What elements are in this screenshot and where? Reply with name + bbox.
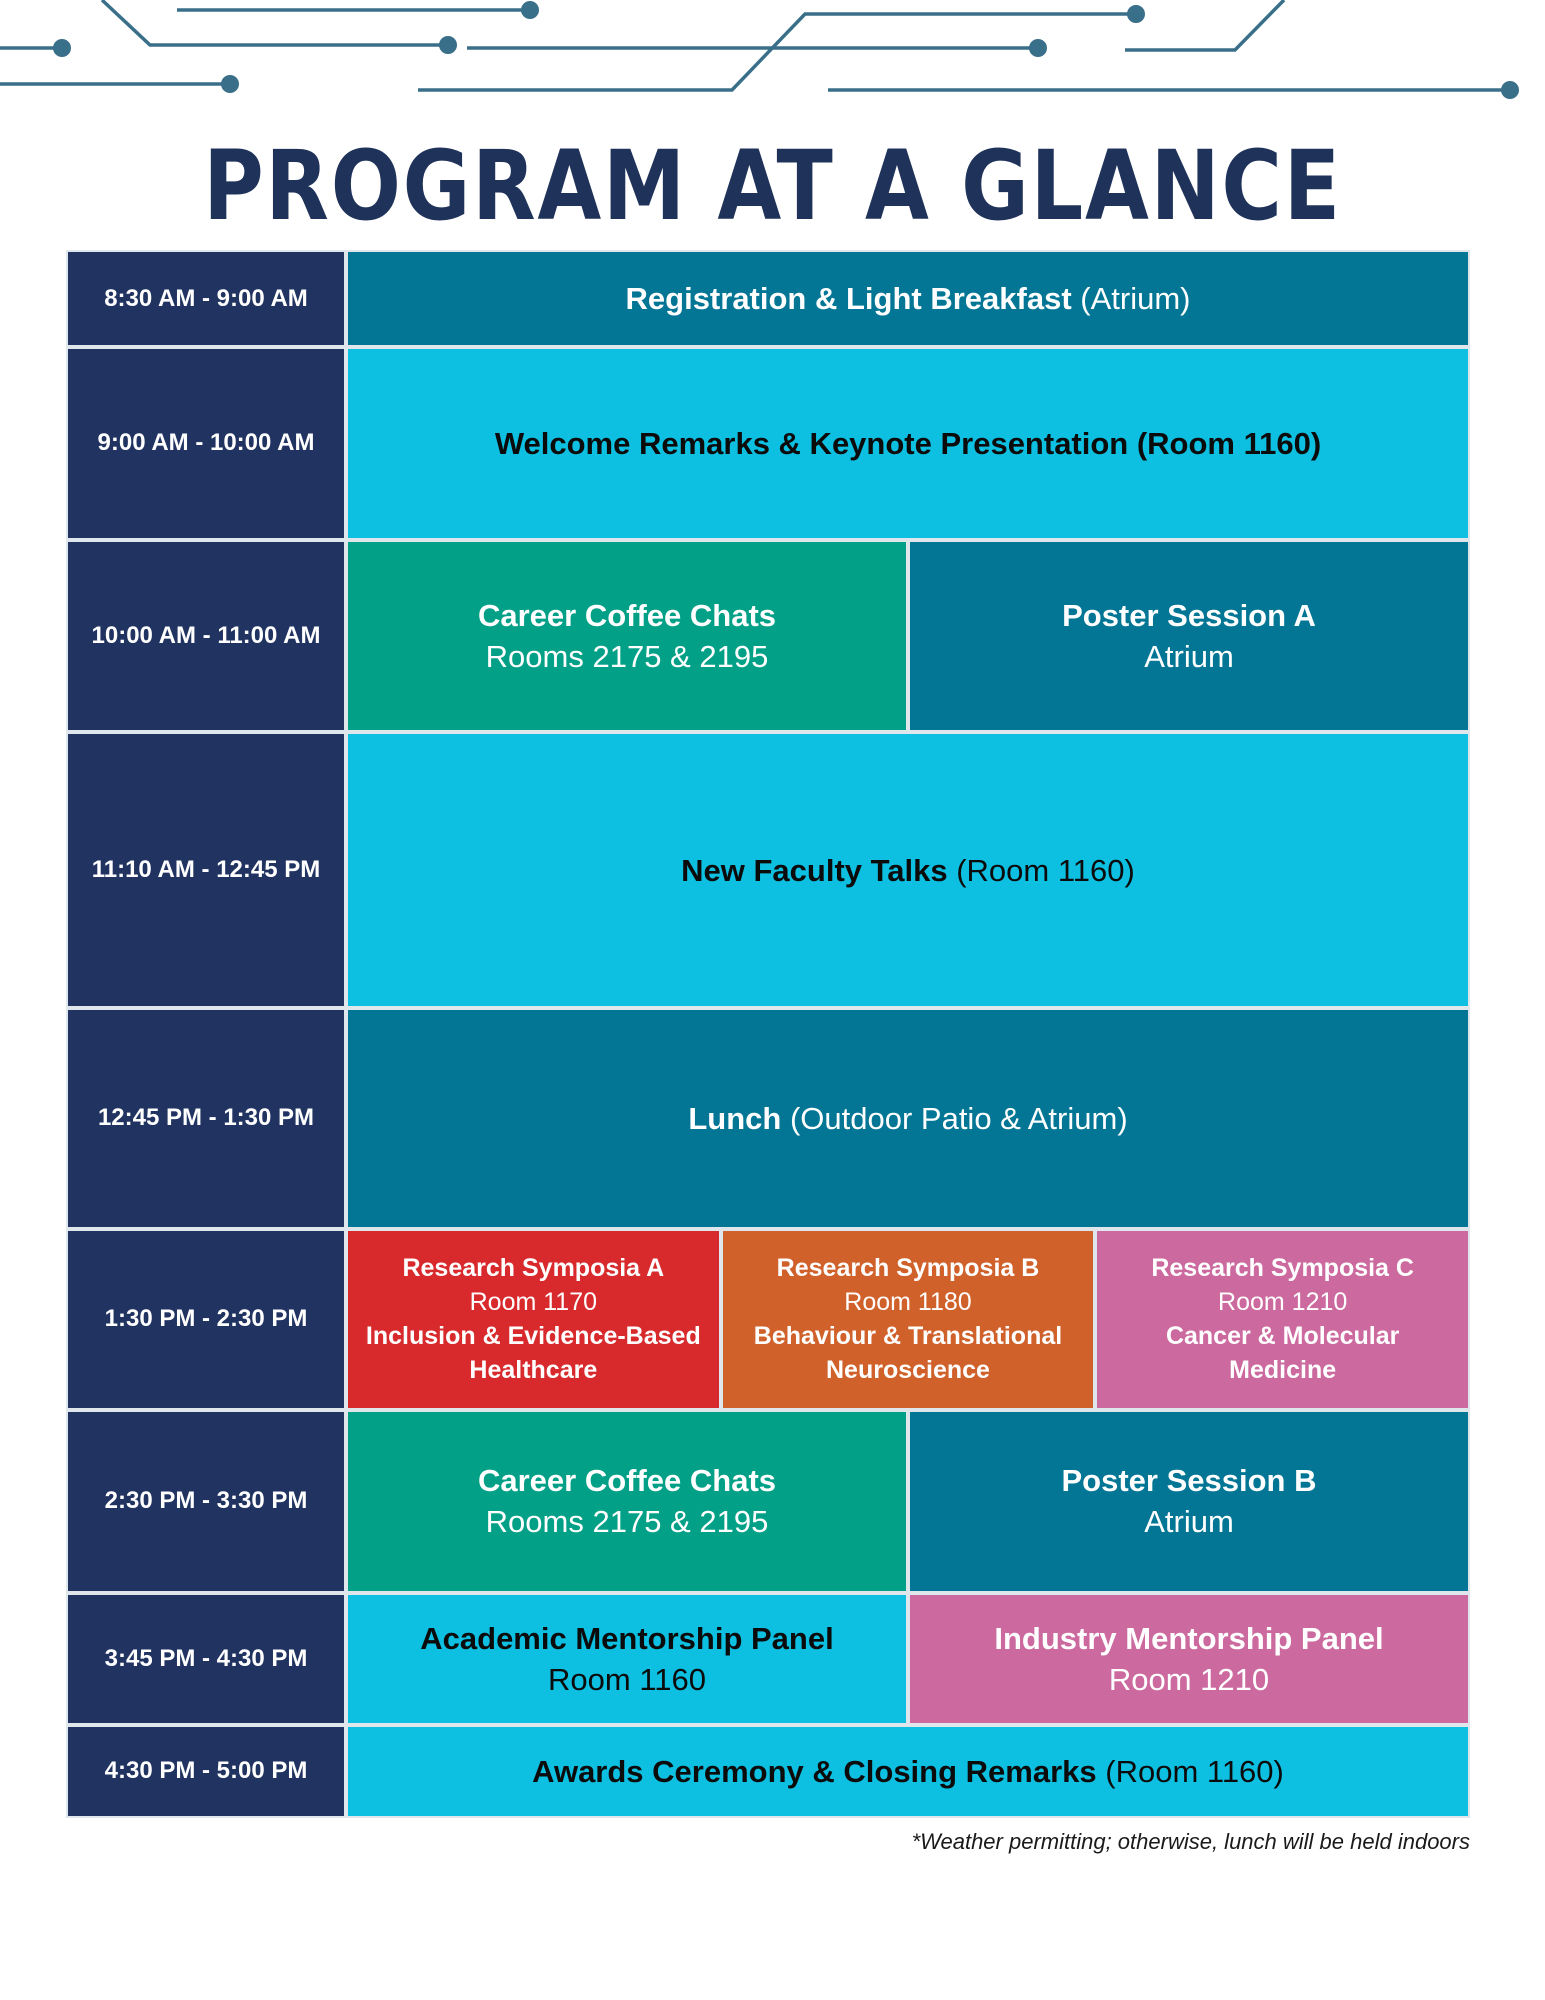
session-cell: Awards Ceremony & Closing Remarks (Room …	[348, 1726, 1468, 1816]
session-title: Research Symposia C	[1151, 1254, 1414, 1283]
circuit-node	[439, 36, 457, 54]
session-title: Research Symposia B	[776, 1254, 1040, 1283]
time-slot: 11:10 AM - 12:45 PM	[68, 734, 344, 1006]
circuit-node	[521, 1, 539, 19]
session-title: Registration & Light Breakfast	[625, 281, 1072, 317]
session-title: Career Coffee Chats	[477, 597, 777, 633]
session-topic: Behaviour & Translational Neuroscience	[753, 1322, 1063, 1385]
circuit-node	[1127, 5, 1145, 23]
session-title: Research Symposia A	[402, 1254, 665, 1283]
session-location: Atrium	[1144, 638, 1234, 674]
session-cell: New Faculty Talks (Room 1160)	[348, 734, 1468, 1006]
session-room: Room 1170	[469, 1288, 598, 1317]
session-title: Welcome Remarks & Keynote Presentation (…	[494, 425, 1322, 461]
session-title: Poster Session B	[1061, 1463, 1317, 1499]
session-location: Room 1210	[1108, 1661, 1270, 1697]
session-title: Academic Mentorship Panel	[420, 1620, 834, 1656]
session-title: Lunch	[688, 1100, 782, 1136]
time-slot: 8:30 AM - 9:00 AM	[68, 252, 344, 346]
session-location: (Atrium)	[1071, 281, 1191, 317]
time-slot: 1:30 PM - 2:30 PM	[68, 1230, 344, 1408]
session-row: Welcome Remarks & Keynote Presentation (…	[348, 349, 1468, 538]
session-location: (Room 1160)	[947, 852, 1135, 888]
session-location: Atrium	[1144, 1504, 1234, 1540]
circuit-line	[418, 12, 1136, 92]
session-location: (Room 1160)	[1096, 1753, 1284, 1789]
session-cell: Lunch (Outdoor Patio & Atrium)	[348, 1009, 1468, 1227]
session-title: Career Coffee Chats	[477, 1463, 777, 1499]
footnote: *Weather permitting; otherwise, lunch wi…	[911, 1829, 1470, 1854]
session-row: Lunch (Outdoor Patio & Atrium)	[348, 1009, 1468, 1227]
session-cell: Poster Session A Atrium	[910, 541, 1468, 731]
session-row: New Faculty Talks (Room 1160)	[348, 734, 1468, 1006]
session-line: Awards Ceremony & Closing Remarks (Room …	[532, 1751, 1284, 1792]
time-slot: 10:00 AM - 11:00 AM	[68, 541, 344, 731]
time-slot: 3:45 PM - 4:30 PM	[68, 1595, 344, 1723]
session-line: New Faculty Talks (Room 1160)	[681, 850, 1135, 891]
session-title: Poster Session A	[1062, 597, 1316, 633]
session-row: Registration & Light Breakfast (Atrium)	[348, 252, 1468, 346]
circuit-line	[100, 0, 445, 47]
session-title: New Faculty Talks	[681, 852, 948, 888]
session-topic: Cancer & Molecular Medicine	[1165, 1322, 1400, 1385]
session-title: Awards Ceremony & Closing Remarks	[532, 1753, 1097, 1789]
circuit-line	[1125, 0, 1286, 52]
session-location: Rooms 2175 & 2195	[485, 1504, 769, 1540]
session-cell: Poster Session B Atrium	[910, 1411, 1468, 1592]
circuit-node	[53, 39, 71, 57]
time-slot: 12:45 PM - 1:30 PM	[68, 1009, 344, 1227]
session-cell: Registration & Light Breakfast (Atrium)	[348, 252, 1468, 346]
time-slot: 9:00 AM - 10:00 AM	[68, 349, 344, 538]
session-room: Room 1180	[844, 1288, 972, 1317]
circuit-decoration	[0, 0, 1519, 99]
circuit-node	[221, 75, 239, 93]
circuit-node	[1501, 81, 1519, 99]
session-topic: Inclusion & Evidence-Based Healthcare	[365, 1322, 701, 1385]
session-room: Room 1210	[1218, 1288, 1348, 1317]
session-line: Lunch (Outdoor Patio & Atrium)	[688, 1098, 1127, 1139]
session-line: Welcome Remarks & Keynote Presentation (…	[495, 423, 1321, 464]
session-line: Registration & Light Breakfast (Atrium)	[626, 278, 1191, 319]
time-slot: 4:30 PM - 5:00 PM	[68, 1726, 344, 1816]
session-cell: Welcome Remarks & Keynote Presentation (…	[348, 349, 1468, 538]
circuit-node	[1029, 39, 1047, 57]
schedule-grid: 8:30 AM - 9:00 AM Registration & Light Br…	[66, 250, 1470, 1818]
session-location: (Outdoor Patio & Atrium)	[781, 1100, 1128, 1136]
session-title: Industry Mentorship Panel	[994, 1620, 1384, 1656]
session-location: Rooms 2175 & 2195	[485, 638, 769, 674]
page-title: PROGRAM AT A GLANCE	[203, 130, 1342, 242]
session-row: Awards Ceremony & Closing Remarks (Room …	[348, 1726, 1468, 1816]
time-slot: 2:30 PM - 3:30 PM	[68, 1411, 344, 1592]
session-location: Room 1160	[548, 1661, 706, 1697]
